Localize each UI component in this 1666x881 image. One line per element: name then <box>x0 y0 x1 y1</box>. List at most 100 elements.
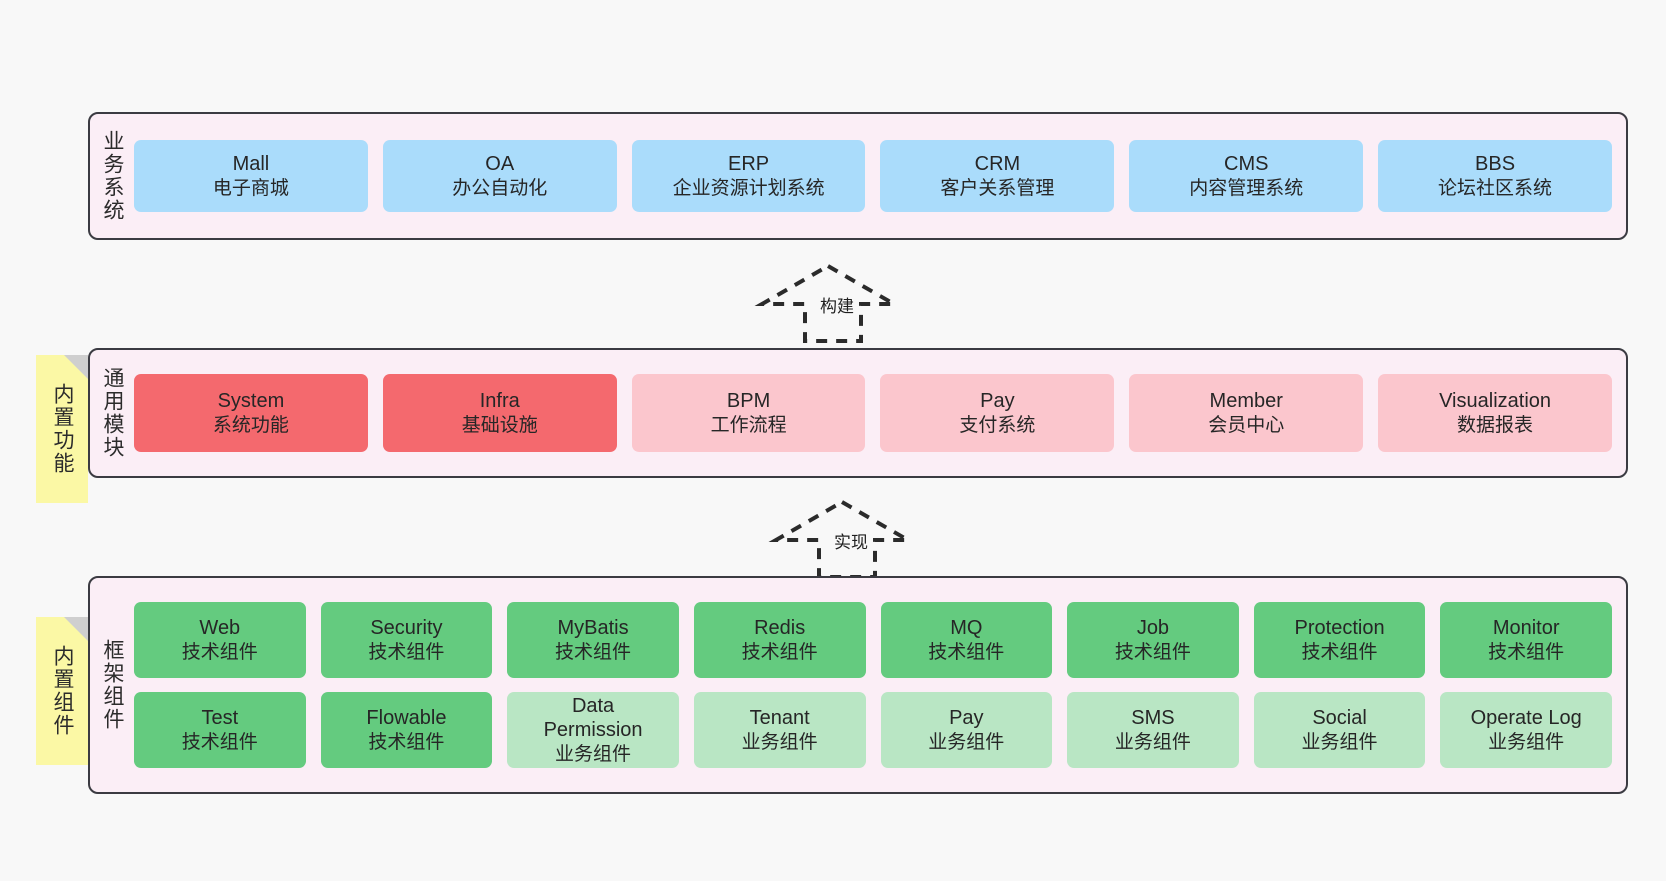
node-subtitle: 业务组件 <box>1114 731 1191 753</box>
node-flowable[interactable]: Flowable 技术组件 <box>320 692 493 768</box>
node-subtitle: 论坛社区系统 <box>1438 177 1553 199</box>
node-sms[interactable]: SMS 业务组件 <box>1067 692 1239 768</box>
node-monitor[interactable]: Monitor 技术组件 <box>1440 602 1612 678</box>
node-mybatis[interactable]: MyBatis 技术组件 <box>507 602 679 678</box>
node-visualization[interactable]: Visualization 数据报表 <box>1378 374 1612 452</box>
node-bpm[interactable]: BPM 工作流程 <box>631 374 866 452</box>
node-title: CRM <box>974 153 1021 176</box>
node-subtitle: 技术组件 <box>368 641 445 663</box>
node-title: System <box>217 390 285 413</box>
connector-implement: 实现 <box>768 498 916 580</box>
generalization-arrow-icon <box>754 263 902 343</box>
node-crm[interactable]: CRM 客户关系管理 <box>880 140 1115 212</box>
node-title: CMS <box>1224 153 1269 176</box>
node-title: Operate Log <box>1470 707 1582 730</box>
node-subtitle: 基础设施 <box>461 414 538 436</box>
node-subtitle: 办公自动化 <box>452 177 548 199</box>
note-label: 内置功能 <box>51 383 75 475</box>
node-test[interactable]: Test 技术组件 <box>134 692 306 768</box>
note-builtin-function: 内置功能 <box>36 355 88 503</box>
generalization-arrow-icon <box>768 499 916 579</box>
node-cms[interactable]: CMS 内容管理系统 <box>1129 140 1364 212</box>
node-subtitle: 业务组件 <box>1488 731 1565 753</box>
node-pay-component[interactable]: Pay 业务组件 <box>880 692 1053 768</box>
node-redis[interactable]: Redis 技术组件 <box>693 602 866 678</box>
node-mq[interactable]: MQ 技术组件 <box>880 602 1053 678</box>
node-infra[interactable]: Infra 基础设施 <box>382 374 617 452</box>
note-label: 内置组件 <box>51 645 75 737</box>
layer-label-framework: 框架组件 <box>101 639 125 731</box>
node-system[interactable]: System 系统功能 <box>134 374 368 452</box>
node-subtitle: 技术组件 <box>1114 641 1191 663</box>
node-subtitle: 技术组件 <box>741 641 818 663</box>
node-subtitle: 技术组件 <box>1488 641 1565 663</box>
node-title: MQ <box>950 617 983 640</box>
node-member[interactable]: Member 会员中心 <box>1129 374 1364 452</box>
page-fold-icon <box>64 355 88 379</box>
node-data-permission[interactable]: Data Permission 业务组件 <box>507 692 679 768</box>
layer-body-framework: Web 技术组件 Security 技术组件 MyBatis 技术组件 Redi… <box>134 578 1626 792</box>
node-title: Job <box>1136 617 1170 640</box>
node-title: OA <box>485 153 515 176</box>
node-title: Social <box>1312 707 1367 730</box>
node-title: MyBatis <box>557 617 629 640</box>
node-subtitle: 内容管理系统 <box>1189 177 1304 199</box>
node-subtitle: 业务组件 <box>928 731 1005 753</box>
node-title: Member <box>1209 390 1283 413</box>
node-subtitle: 技术组件 <box>1301 641 1378 663</box>
layer-body-business: Mall 电子商城 OA 办公自动化 ERP 企业资源计划系统 CRM 客户关系… <box>134 114 1626 238</box>
node-bbs[interactable]: BBS 论坛社区系统 <box>1378 140 1612 212</box>
node-title: Security <box>370 617 443 640</box>
node-mall[interactable]: Mall 电子商城 <box>134 140 368 212</box>
node-pay-module[interactable]: Pay 支付系统 <box>880 374 1115 452</box>
layer-row: Test 技术组件 Flowable 技术组件 Data Permission … <box>134 692 1612 768</box>
node-subtitle: 技术组件 <box>368 731 445 753</box>
node-subtitle: 工作流程 <box>710 414 787 436</box>
node-subtitle: 业务组件 <box>555 743 632 765</box>
node-operate-log[interactable]: Operate Log 业务组件 <box>1440 692 1612 768</box>
node-security[interactable]: Security 技术组件 <box>320 602 493 678</box>
node-job[interactable]: Job 技术组件 <box>1067 602 1239 678</box>
connector-label-implement: 实现 <box>834 533 868 552</box>
layer-common-module: 通用模块 System 系统功能 Infra 基础设施 BPM 工作流程 Pay… <box>88 348 1628 478</box>
node-title: Data Permission <box>543 695 643 742</box>
node-web[interactable]: Web 技术组件 <box>134 602 306 678</box>
page-fold-icon <box>64 617 88 641</box>
node-subtitle: 业务组件 <box>1301 731 1378 753</box>
node-title: Pay <box>949 707 984 730</box>
node-title: ERP <box>728 153 770 176</box>
node-subtitle: 数据报表 <box>1457 414 1534 436</box>
node-title: Pay <box>980 390 1015 413</box>
node-subtitle: 技术组件 <box>181 731 258 753</box>
layer-business-system: 业务系统 Mall 电子商城 OA 办公自动化 ERP 企业资源计划系统 CRM… <box>88 112 1628 240</box>
node-subtitle: 电子商城 <box>212 177 289 199</box>
node-title: Test <box>201 707 239 730</box>
node-title: Tenant <box>749 707 810 730</box>
node-title: Web <box>199 617 241 640</box>
node-subtitle: 技术组件 <box>555 641 632 663</box>
layer-row: Web 技术组件 Security 技术组件 MyBatis 技术组件 Redi… <box>134 602 1612 678</box>
connector-build: 构建 <box>754 262 902 344</box>
node-title: SMS <box>1131 707 1175 730</box>
node-social[interactable]: Social 业务组件 <box>1253 692 1426 768</box>
node-subtitle: 业务组件 <box>741 731 818 753</box>
layer-row: Mall 电子商城 OA 办公自动化 ERP 企业资源计划系统 CRM 客户关系… <box>134 140 1612 212</box>
layer-label-business: 业务系统 <box>101 130 125 222</box>
node-erp[interactable]: ERP 企业资源计划系统 <box>631 140 866 212</box>
layer-label-common: 通用模块 <box>101 367 125 459</box>
node-title: Monitor <box>1492 617 1560 640</box>
note-builtin-component: 内置组件 <box>36 617 88 765</box>
connector-label-build: 构建 <box>820 297 854 316</box>
node-title: Flowable <box>366 707 447 730</box>
node-subtitle: 客户关系管理 <box>940 177 1055 199</box>
node-protection[interactable]: Protection 技术组件 <box>1253 602 1426 678</box>
node-tenant[interactable]: Tenant 业务组件 <box>693 692 866 768</box>
layer-row: System 系统功能 Infra 基础设施 BPM 工作流程 Pay 支付系统… <box>134 374 1612 452</box>
node-title: Infra <box>479 390 520 413</box>
layer-framework-component: 框架组件 Web 技术组件 Security 技术组件 MyBatis 技术组件… <box>88 576 1628 794</box>
layer-body-common: System 系统功能 Infra 基础设施 BPM 工作流程 Pay 支付系统… <box>134 350 1626 476</box>
node-oa[interactable]: OA 办公自动化 <box>382 140 617 212</box>
node-title: BBS <box>1475 153 1516 176</box>
node-title: Redis <box>754 617 806 640</box>
